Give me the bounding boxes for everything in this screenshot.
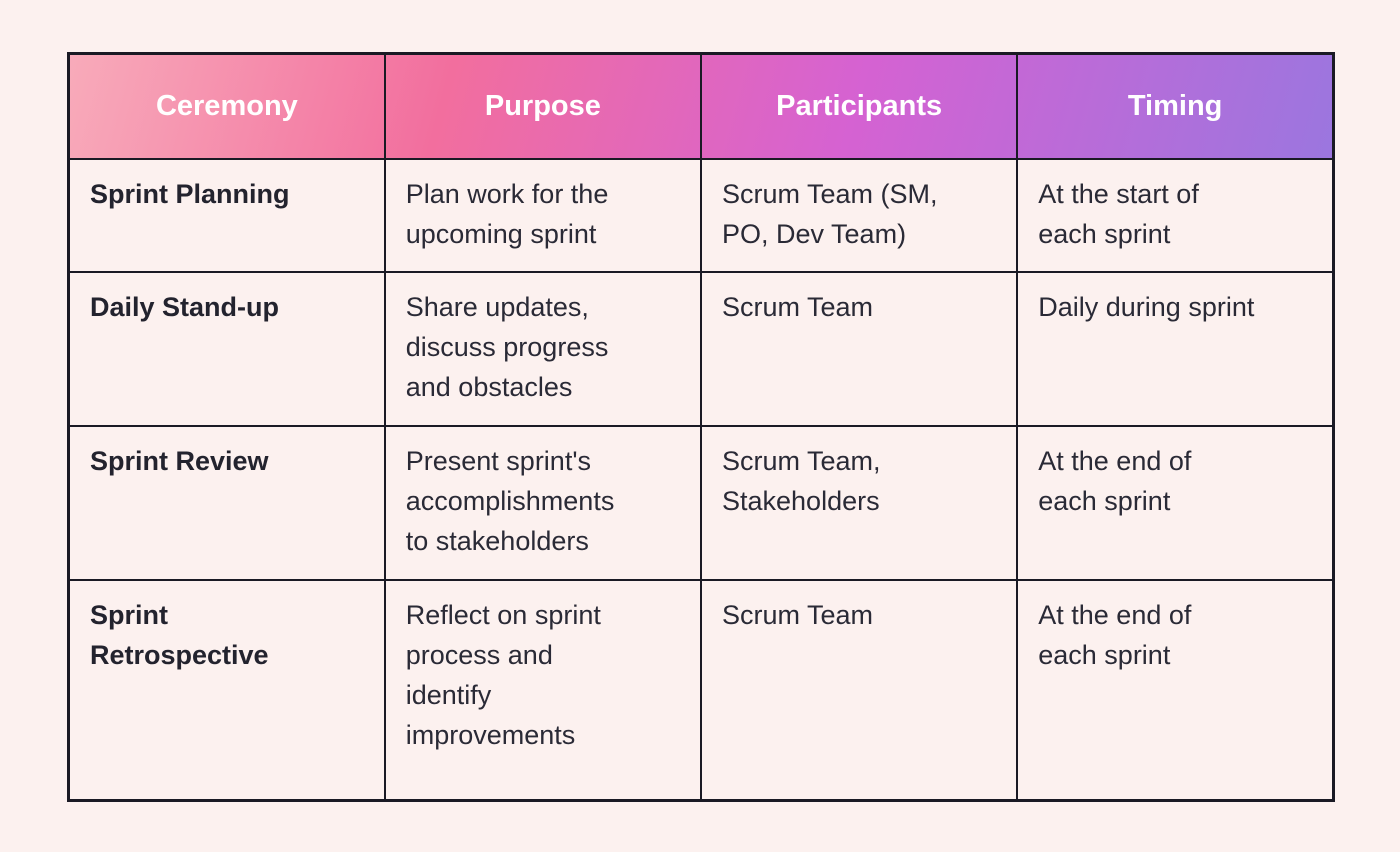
header-cell-participants: Participants: [699, 52, 1019, 160]
header-row: Ceremony Purpose Participants Timing: [67, 52, 1335, 160]
cell-participants: Scrum Team (SM, PO, Dev Team): [699, 157, 1019, 273]
cell-participants: Scrum Team: [699, 270, 1019, 427]
scrum-ceremonies-table-container: Ceremony Purpose Participants Timing Spr…: [67, 52, 1335, 802]
header-cell-ceremony: Ceremony: [67, 52, 386, 160]
cell-participants: Scrum Team: [699, 578, 1019, 802]
header-cell-timing: Timing: [1016, 52, 1335, 160]
table-header: Ceremony Purpose Participants Timing: [67, 52, 1335, 160]
header-cell-purpose: Purpose: [383, 52, 703, 160]
table-row-sprint-planning: Sprint Planning Plan work for the upcomi…: [67, 157, 1335, 273]
table-row-daily-standup: Daily Stand-up Share updates, discuss pr…: [67, 270, 1335, 427]
cell-purpose: Share updates, discuss progress and obst…: [383, 270, 703, 427]
table-body: Sprint Planning Plan work for the upcomi…: [67, 157, 1335, 802]
cell-timing: At the end of each sprint: [1016, 424, 1335, 581]
cell-ceremony: Sprint Planning: [67, 157, 386, 273]
table-row-sprint-review: Sprint Review Present sprint's accomplis…: [67, 424, 1335, 581]
cell-purpose: Reflect on sprint process and identify i…: [383, 578, 703, 802]
cell-ceremony: Daily Stand-up: [67, 270, 386, 427]
cell-participants: Scrum Team, Stakeholders: [699, 424, 1019, 581]
cell-purpose: Present sprint's accomplishments to stak…: [383, 424, 703, 581]
scrum-ceremonies-table: Ceremony Purpose Participants Timing Spr…: [67, 52, 1335, 802]
table-row-sprint-retrospective: Sprint Retrospective Reflect on sprint p…: [67, 578, 1335, 802]
cell-timing: Daily during sprint: [1016, 270, 1335, 427]
cell-timing: At the start of each sprint: [1016, 157, 1335, 273]
cell-timing: At the end of each sprint: [1016, 578, 1335, 802]
cell-ceremony: Sprint Retrospective: [67, 578, 386, 802]
cell-ceremony: Sprint Review: [67, 424, 386, 581]
cell-purpose: Plan work for the upcoming sprint: [383, 157, 703, 273]
